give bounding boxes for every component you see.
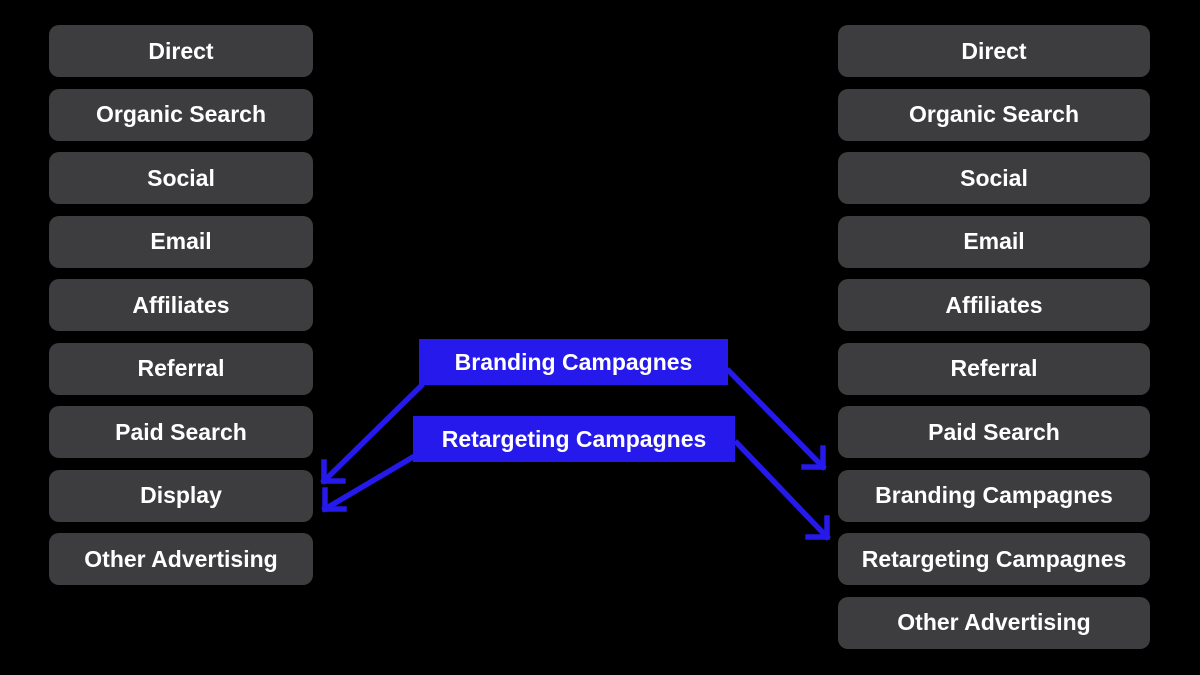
channel-node-label: Direct [961, 37, 1027, 64]
arrow-retargeting-label-to-right-retargeting [733, 439, 831, 541]
channel-node-left-social: Social [49, 152, 313, 204]
channel-node-left-organic-search: Organic Search [49, 88, 313, 141]
channel-node-label: Social [147, 164, 215, 191]
channel-node-right-referral: Referral [838, 342, 1150, 395]
channel-node-left-other-advertising: Other Advertising [49, 533, 313, 585]
channel-node-label: Referral [137, 355, 225, 381]
channel-node-label: Other Advertising [84, 545, 278, 572]
channel-node-label: Social [960, 164, 1028, 191]
channel-node-right-branding-campagnes: Branding Campagnes [838, 469, 1150, 522]
channel-node-right-email: Email [838, 215, 1150, 268]
channel-node-right-social: Social [838, 152, 1150, 204]
channel-node-right-other-advertising: Other Advertising [838, 596, 1150, 649]
channel-node-label: Branding Campagnes [875, 482, 1113, 508]
annotation-label-branding-campagnes: Branding Campagnes [419, 339, 728, 385]
arrow-shaft [725, 367, 827, 471]
annotation-label-text: Retargeting Campagnes [441, 425, 707, 452]
channel-node-right-paid-search: Paid Search [838, 406, 1150, 458]
channel-node-label: Affiliates [945, 291, 1043, 318]
channel-node-right-direct: Direct [838, 25, 1150, 77]
channel-node-left-referral: Referral [49, 342, 313, 395]
annotation-label-retargeting-campagnes: Retargeting Campagnes [413, 416, 735, 462]
channel-node-label: Email [963, 228, 1025, 254]
channel-node-left-display: Display [49, 469, 313, 522]
annotation-label-text: Branding Campagnes [454, 348, 693, 375]
arrow-shaft [320, 382, 425, 485]
channel-node-label: Paid Search [928, 418, 1060, 445]
channel-node-label: Paid Search [115, 418, 247, 445]
arrow-branding-label-to-left-display [320, 382, 425, 485]
channel-node-label: Other Advertising [897, 609, 1091, 635]
channel-node-label: Referral [950, 355, 1038, 381]
arrow-branding-label-to-right-branding [725, 367, 827, 471]
channel-node-left-email: Email [49, 215, 313, 268]
arrow-retargeting-label-to-left-display [321, 453, 417, 513]
channel-node-label: Affiliates [132, 291, 230, 318]
channel-node-label: Email [150, 228, 212, 254]
channel-node-label: Organic Search [95, 101, 267, 127]
channel-node-label: Organic Search [908, 101, 1080, 127]
channel-node-right-organic-search: Organic Search [838, 88, 1150, 141]
channel-node-right-retargeting-campagnes: Retargeting Campagnes [838, 533, 1150, 585]
channel-node-label: Display [140, 482, 222, 508]
channel-node-right-affiliates: Affiliates [838, 279, 1150, 331]
channel-node-left-affiliates: Affiliates [49, 279, 313, 331]
arrow-shaft [321, 453, 417, 513]
channel-node-left-paid-search: Paid Search [49, 406, 313, 458]
channel-node-left-direct: Direct [49, 25, 313, 77]
arrow-shaft [733, 439, 831, 541]
channel-node-label: Direct [148, 37, 214, 64]
channel-node-label: Retargeting Campagnes [861, 545, 1127, 572]
